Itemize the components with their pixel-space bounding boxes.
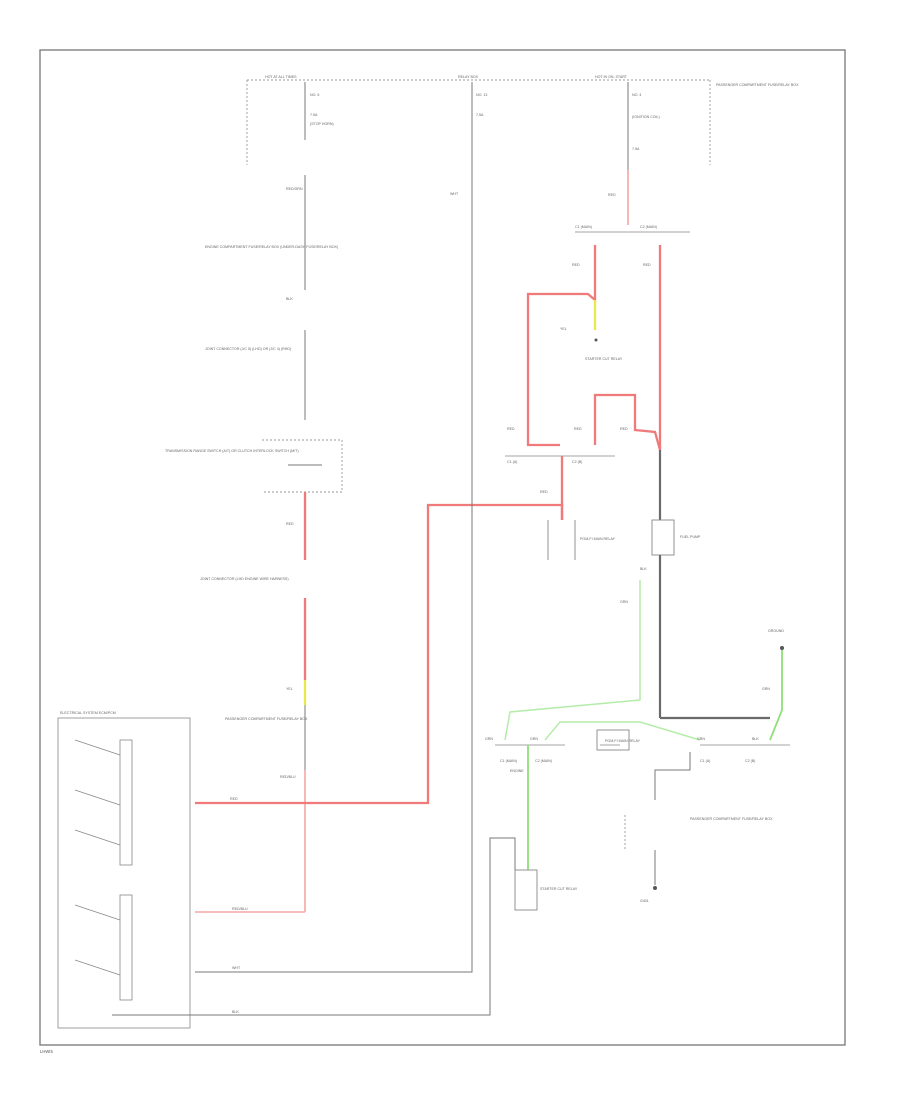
fuel-pump-label: FUEL PUMP: [680, 535, 701, 539]
transmission-switch-label: TRANSMISSION RANGE SWITCH (A/T) OR CLUTC…: [165, 449, 299, 453]
transmission-switch-box: [262, 439, 343, 493]
wire-blk-label-bottom: BLK: [752, 737, 759, 741]
right-fuse-number: NO. 4: [632, 93, 641, 97]
left-fuse-sub: (STOP HORN): [310, 122, 334, 126]
relay-lower-red: [593, 393, 662, 451]
ecm-inner-switch-4: [74, 904, 121, 921]
wire-red-label-relay-l: RED: [572, 263, 580, 267]
conn-c2-right-label: C2 (B): [745, 759, 755, 763]
wire-blk-label-ecm: BLK: [232, 1010, 239, 1014]
relay-switch-label: PGM-FI MAIN RELAY: [605, 739, 641, 743]
main-relay-label: PGM-FI MAIN RELAY: [580, 537, 616, 541]
ecm-inner-switch-2: [74, 789, 121, 806]
joint-connector-1-label: JOINT CONNECTOR (J/C 5) (LHD) OR (J/C 4)…: [205, 347, 291, 351]
ecm-wht-wire: [195, 270, 473, 973]
wire-grn-label-3: GRN: [485, 737, 493, 741]
lower-relay-box: [514, 869, 538, 911]
wire-red-label-left: RED: [286, 522, 294, 526]
conn-c1-right-label: C1 (A): [700, 759, 710, 763]
wire-red-label-lower-1: RED: [507, 427, 515, 431]
wire-grn-label-2: GRN: [762, 687, 770, 691]
ecm-inner-switch-1: [74, 739, 121, 756]
fuse-right-header: HOT IN ON, START: [595, 75, 628, 79]
pass-box-label-left: PASSENGER COMPARTMENT FUSE/RELAY BOX: [225, 717, 308, 721]
wire-yel-label-relay: YEL: [560, 327, 567, 331]
conn-c1-left-label: C1 (A): [507, 460, 517, 464]
fuse-mid-header: RELAY BOX: [458, 75, 479, 79]
fuel-pump-box: [651, 519, 675, 556]
wire-red-blu-label: RED/BLU: [280, 775, 296, 779]
conn-c2-main-label: C2 (MAIN): [640, 225, 657, 229]
starter-relay-box: [547, 520, 576, 560]
engine-fuse-box-label: ENGINE COMPARTMENT FUSE/RELAY BOX (UNDER…: [205, 245, 338, 249]
conn-c1-main-label: C1 (MAIN): [575, 225, 592, 229]
ecm-blk-wire: [112, 837, 516, 1016]
wire-blk-label-1: BLK: [286, 297, 293, 301]
ecm-inner-switch-5: [74, 959, 121, 976]
green-wire-right: [769, 650, 783, 741]
relay-switch-box: [596, 729, 630, 751]
lower-relay-label: STARTER CUT RELAY: [540, 887, 578, 891]
diagram-frame: [39, 49, 846, 1046]
right-fuse-sub: (IGNITION COIL): [632, 115, 660, 119]
relay-node-dot: [594, 338, 598, 342]
wire-red-grn-label-1: RED/GRN: [286, 187, 303, 191]
wire-red-label-lower-3: RED: [620, 427, 628, 431]
left-fuse-number: NO. 5: [310, 93, 319, 97]
wire-grn-label-1: GRN: [620, 600, 628, 604]
ecm-sub-box-1: [119, 739, 133, 866]
g401-label: G401: [640, 899, 649, 903]
wire-red-label-starter: RED: [540, 490, 548, 494]
bottom-pass-box-wire: [654, 752, 691, 800]
fuse-box-border: [246, 79, 711, 165]
wire-red-label-relay-r: RED: [643, 263, 651, 267]
right-wire-label: RED: [608, 193, 616, 197]
green-wire-mid: [544, 721, 701, 741]
g401-dot: [653, 886, 657, 890]
wire-grn-label-5: GRN: [697, 737, 705, 741]
mid-fuse-amp: 7.5A: [476, 113, 484, 117]
conn-c2-bottom-label: C2 (MAIN): [535, 759, 552, 763]
wire-wht-label-ecm: WHT: [232, 966, 241, 970]
relay-red-wire-left: [526, 245, 597, 447]
wire-red-label-lower-2: RED: [574, 427, 582, 431]
footer-code: LHWI5: [40, 1049, 53, 1054]
ecm-inner-switch-3: [74, 829, 121, 846]
wire-blk-label-right: BLK: [640, 567, 647, 571]
starter-cut-relay-label: STARTER CUT RELAY: [585, 357, 623, 361]
mid-fuse-number: NO. 13: [476, 93, 487, 97]
ecm-label: ELECTRICAL SYSTEM ECM/PCM: [60, 711, 116, 715]
wire-grn-label-4: GRN: [530, 737, 538, 741]
ecm-box: [57, 717, 191, 1029]
wire-red-label-ecm: RED: [230, 797, 238, 801]
pass-box-bottom-label: PASSENGER COMPARTMENT FUSE/RELAY BOX: [690, 817, 773, 821]
ecm-sub-box-2: [119, 894, 133, 1001]
conn-c1-bottom-label: C1 (MAIN): [500, 759, 517, 763]
ground-dot: [780, 646, 784, 650]
engine-bottom-label: ENGINE: [510, 769, 524, 773]
wire-red-blu-label-2: RED/BLU: [232, 907, 248, 911]
green-wire-long: [504, 580, 641, 741]
wire-yel-label: YEL: [286, 687, 293, 691]
fuse-left-header: HOT AT ALL TIMES: [265, 75, 297, 79]
conn-c2-left-label: C2 (B): [572, 460, 582, 464]
left-fuse-amp: 7.5A: [310, 113, 318, 117]
joint-connector-2-label: JOINT CONNECTOR (LHD ENGINE WIRE HARNESS…: [200, 577, 289, 581]
right-fuse-amp: 7.5A: [632, 147, 640, 151]
ground-cap-label: GROUND: [768, 629, 784, 633]
mid-wire-label: WHT: [450, 192, 459, 196]
fuse-right-note: PASSENGER COMPARTMENT FUSE/RELAY BOX: [716, 83, 799, 87]
